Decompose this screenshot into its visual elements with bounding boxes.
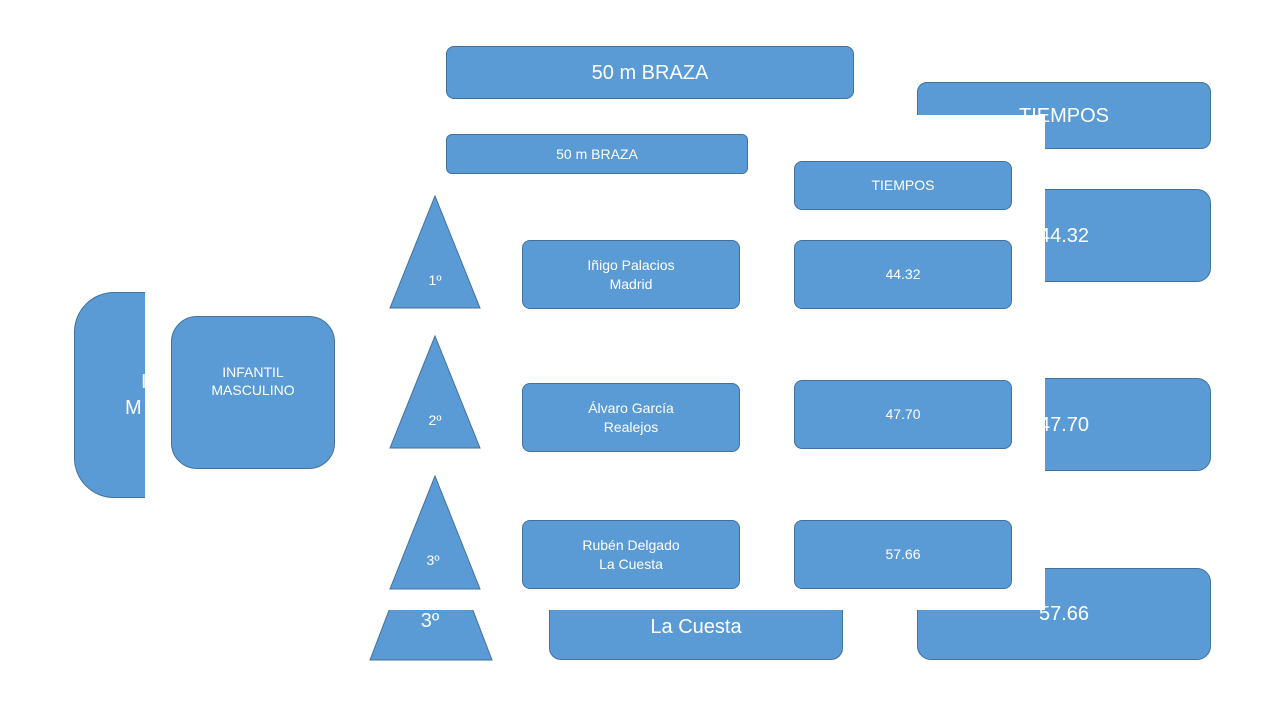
competitor-club-2: Realejos	[603, 418, 659, 435]
place-label-1: 1º	[428, 272, 442, 288]
competitor-name-1: Iñigo Palacios	[587, 257, 675, 274]
back-title-box: 50 m BRAZA	[446, 46, 854, 99]
category-box: INFANTIL MASCULINO	[171, 316, 335, 469]
competitor-club-1: Madrid	[609, 275, 653, 292]
back-title-text: 50 m BRAZA	[591, 61, 709, 84]
title-text: 50 m BRAZA	[556, 145, 638, 162]
category-line-2: MASCULINO	[211, 382, 295, 399]
time-box-3: 57.66	[794, 520, 1012, 589]
competitor-box-2: Álvaro García Realejos	[522, 383, 740, 452]
back-time-text-3: 57.66	[1038, 603, 1090, 625]
back-time-text-1: 44.32	[1038, 224, 1090, 247]
category-line-1: INFANTIL	[222, 364, 284, 380]
back-time-text-2: 47.70	[1038, 413, 1090, 436]
back-club-text-3: La Cuesta	[650, 616, 742, 638]
front-slide-background-top	[145, 99, 917, 115]
competitor-box-3: Rubén Delgado La Cuesta	[522, 520, 740, 589]
competitor-name-3: Rubén Delgado	[582, 537, 680, 554]
back-category-fragment-1: I	[141, 371, 147, 393]
time-box-2: 47.70	[794, 380, 1012, 449]
place-label-3: 3º	[426, 552, 440, 568]
competitor-name-2: Álvaro García	[588, 400, 674, 417]
time-box-1: 44.32	[794, 240, 1012, 309]
place-triangle-2	[389, 334, 481, 449]
time-text-2: 47.70	[885, 406, 921, 423]
back-place-label-3: 3º	[420, 610, 440, 632]
time-text-1: 44.32	[885, 266, 921, 283]
times-header-text: TIEMPOS	[871, 177, 935, 194]
place-triangle-3	[389, 474, 481, 590]
place-triangle-1	[389, 194, 481, 309]
competitor-club-3: La Cuesta	[599, 555, 663, 572]
title-box: 50 m BRAZA	[446, 134, 748, 174]
competitor-box-1: Iñigo Palacios Madrid	[522, 240, 740, 309]
time-text-3: 57.66	[885, 546, 921, 563]
times-header-box: TIEMPOS	[794, 161, 1012, 210]
back-category-fragment-2: M	[125, 397, 142, 419]
place-label-2: 2º	[428, 412, 442, 428]
